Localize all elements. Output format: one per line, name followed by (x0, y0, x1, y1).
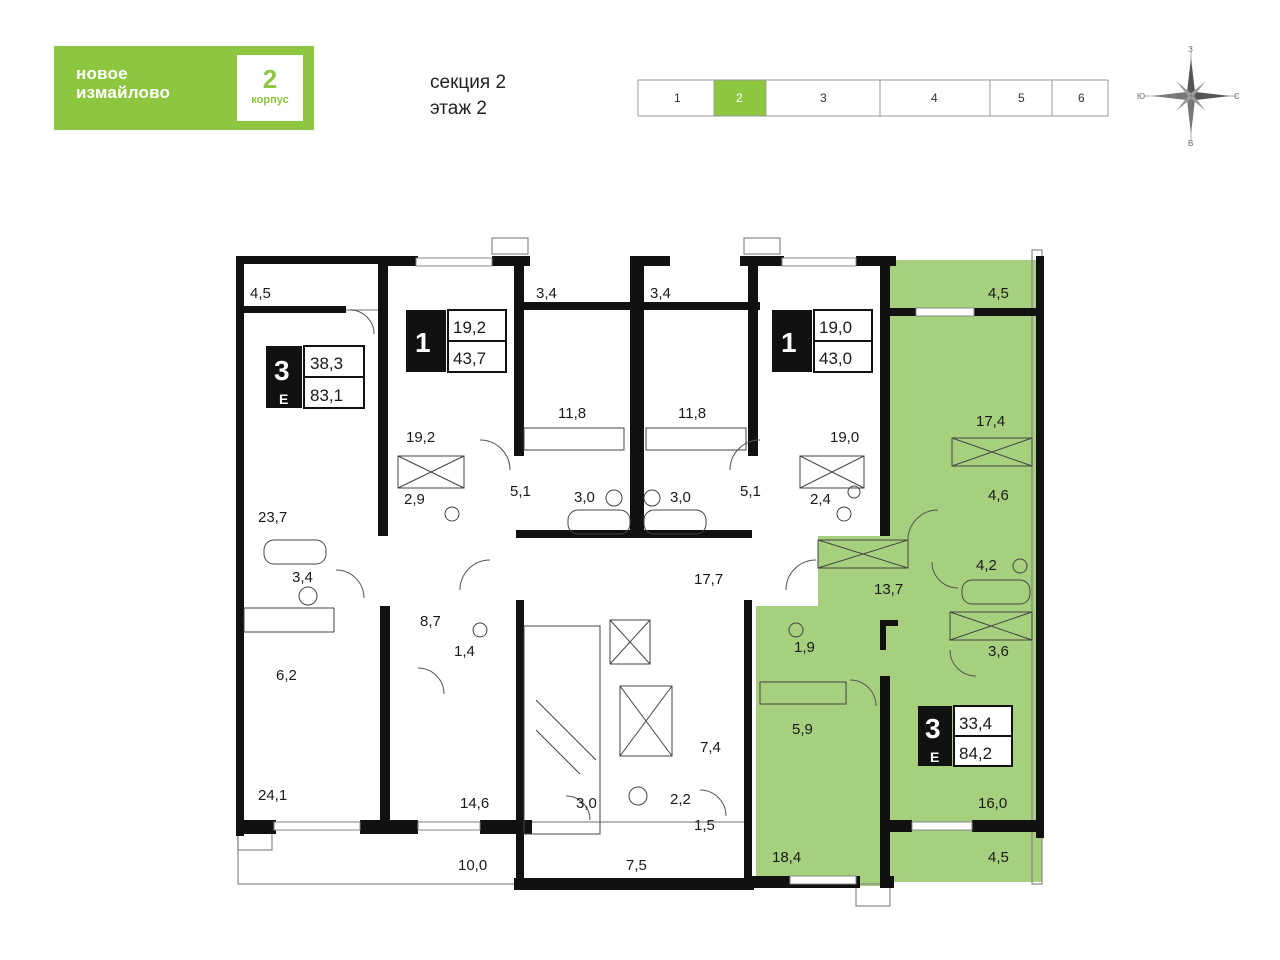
brand-name-line2: измайлово (76, 83, 171, 102)
room-area: 19,2 (406, 429, 435, 446)
walls (236, 256, 1044, 890)
apartment-badge-4[interactable]: 3 Е 33,4 84,2 (918, 705, 1013, 767)
room-area: 1,4 (454, 643, 475, 660)
apartment-badge-4-rooms: 3 (925, 713, 941, 744)
room-area: 23,7 (258, 509, 287, 526)
compass-south: В (1188, 139, 1193, 148)
windows (273, 257, 975, 885)
room-area: 8,7 (420, 613, 441, 630)
room-area: 3,4 (650, 285, 671, 302)
fixtures (243, 427, 1033, 835)
room-area: 3,0 (576, 795, 597, 812)
doors (335, 309, 977, 821)
apartment-badge-3-rooms: 1 (781, 327, 797, 358)
floor-label: этаж 2 (430, 98, 487, 119)
apartment-badge-1-type: Е (279, 391, 288, 407)
key-plan-section-5[interactable] (989, 79, 1053, 117)
room-area: 1,5 (694, 817, 715, 834)
room-area: 10,0 (458, 857, 487, 874)
key-plan-section-2[interactable] (713, 79, 767, 117)
room-area: 16,0 (978, 795, 1007, 812)
key-plan-section-6[interactable] (1051, 79, 1109, 117)
room-area: 4,6 (988, 487, 1009, 504)
highlighted-apartment[interactable] (756, 260, 1042, 886)
apartment-badge-3-living: 19,0 (819, 318, 852, 337)
room-area: 17,7 (694, 571, 723, 588)
key-plan-section-1[interactable] (637, 79, 715, 117)
apartment-badge-2[interactable]: 1 19,2 43,7 (406, 309, 507, 373)
room-area: 5,9 (792, 721, 813, 738)
apartment-badge-4-living: 33,4 (959, 714, 992, 733)
room-area: 4,2 (976, 557, 997, 574)
key-plan-label-4: 4 (931, 91, 938, 105)
apartment-badge-4-type: Е (930, 749, 939, 765)
compass-north: З (1188, 45, 1193, 54)
room-area: 3,6 (988, 643, 1009, 660)
apartment-badge-1[interactable]: 3 Е 38,3 83,1 (266, 345, 365, 409)
apartment-badge-1-rooms: 3 (274, 355, 290, 386)
room-area: 17,4 (976, 413, 1005, 430)
room-area: 3,0 (574, 489, 595, 506)
room-area: 5,1 (510, 483, 531, 500)
apartment-badge-1-total: 83,1 (310, 386, 343, 405)
room-area: 4,5 (988, 849, 1009, 866)
key-plan-label-5: 5 (1018, 91, 1025, 105)
room-area: 19,0 (830, 429, 859, 446)
room-area: 7,5 (626, 857, 647, 874)
room-area: 7,4 (700, 739, 721, 756)
apartment-badge-2-total: 43,7 (453, 349, 486, 368)
room-area: 2,9 (404, 491, 425, 508)
room-area: 2,2 (670, 791, 691, 808)
building-label: корпус (251, 94, 289, 106)
room-area: 5,1 (740, 483, 761, 500)
room-area: 18,4 (772, 849, 801, 866)
room-area: 11,8 (558, 405, 586, 422)
key-plan-label-1: 1 (674, 91, 681, 105)
compass-east: С (1234, 92, 1240, 101)
key-plan-section-4[interactable] (879, 79, 991, 117)
building-number: 2 (262, 64, 278, 94)
room-area: 13,7 (874, 581, 903, 598)
apartment-badge-2-rooms: 1 (415, 327, 431, 358)
key-plan-section-3[interactable] (765, 79, 881, 117)
key-plan: 1 2 3 4 5 6 (637, 79, 1109, 117)
apartment-badge-3[interactable]: 1 19,0 43,0 (772, 309, 873, 373)
key-plan-label-3: 3 (820, 91, 827, 105)
floor-info: секция 2 этаж 2 (430, 70, 506, 122)
room-area: 11,8 (678, 405, 706, 422)
compass-west: Ю (1137, 92, 1145, 101)
apartment-badge-2-living: 19,2 (453, 318, 486, 337)
building-badge: 2 корпус (234, 52, 306, 124)
brand-name: новое измайлово (76, 64, 170, 102)
room-area: 24,1 (258, 787, 287, 804)
room-labels: 4,5 3,4 3,4 4,5 19,2 11,8 11,8 19,0 17,4… (250, 285, 1009, 874)
compass-rose-icon: З В Ю С (1137, 45, 1240, 148)
apartment-badge-4-total: 84,2 (959, 744, 992, 763)
brand-name-line1: новое (76, 64, 128, 83)
key-plan-label-6: 6 (1078, 91, 1085, 105)
key-plan-label-2: 2 (736, 91, 743, 105)
room-area: 4,5 (988, 285, 1009, 302)
room-area: 6,2 (276, 667, 297, 684)
room-area: 2,4 (810, 491, 831, 508)
room-area: 1,9 (794, 639, 815, 656)
room-area: 14,6 (460, 795, 489, 812)
room-area: 3,4 (292, 569, 313, 586)
section-label: секция 2 (430, 72, 507, 93)
room-area: 3,4 (536, 285, 557, 302)
brand-logo: новое измайлово 2 корпус (54, 46, 314, 130)
apartment-badge-3-total: 43,0 (819, 349, 852, 368)
apartment-badge-1-living: 38,3 (310, 354, 343, 373)
room-area: 4,5 (250, 285, 271, 302)
room-area: 3,0 (670, 489, 691, 506)
